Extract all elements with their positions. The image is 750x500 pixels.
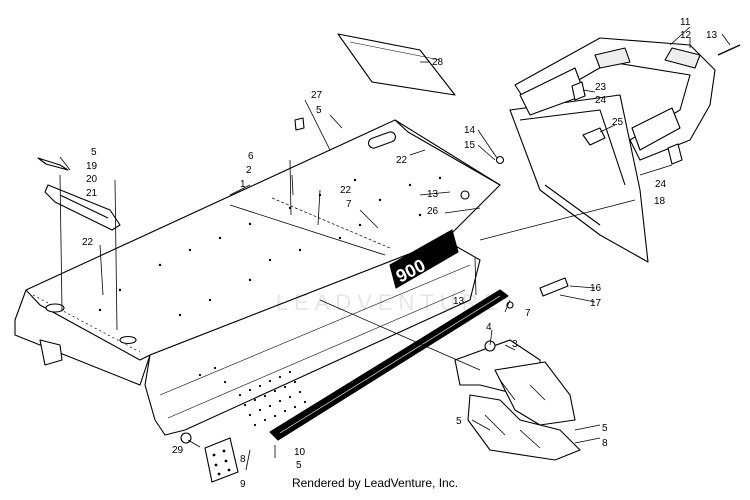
callout-13: 13 [706, 30, 718, 41]
callout-7b: 7 [525, 308, 531, 319]
callout-23: 23 [595, 82, 607, 93]
footer-credit: Rendered by LeadVenture, Inc. [291, 476, 459, 490]
support-brackets [454, 339, 581, 461]
callout-24: 24 [595, 95, 607, 106]
callout-24b: 24 [655, 179, 667, 190]
callout-14: 14 [464, 125, 476, 136]
snowflap-assembly [509, 94, 649, 263]
callout-29: 29 [172, 445, 184, 456]
callout-16: 16 [590, 283, 602, 294]
callout-22b: 22 [340, 185, 352, 196]
cover-strip [337, 33, 456, 96]
callout-12: 12 [680, 30, 692, 41]
callout-labels: 1 2 3 4 5 6 7 8 9 10 11 12 13 14 15 16 1… [82, 17, 718, 490]
callout-5c: 5 [456, 416, 462, 427]
callout-3: 3 [512, 339, 518, 350]
callout-8: 8 [240, 454, 246, 465]
callout-10: 10 [294, 447, 306, 458]
callout-4: 4 [486, 322, 492, 333]
callout-17: 17 [590, 298, 602, 309]
callout-5b: 5 [316, 105, 322, 116]
callout-21: 21 [86, 188, 98, 199]
callout-15: 15 [464, 140, 476, 151]
callout-13c: 13 [453, 296, 465, 307]
callout-25: 25 [612, 117, 624, 128]
callout-20: 20 [86, 174, 98, 185]
tunnel-part: 900 [14, 119, 501, 436]
callout-22c: 22 [396, 155, 408, 166]
leader-lines [59, 26, 731, 471]
callout-18: 18 [654, 196, 666, 207]
callout-5d: 5 [602, 423, 608, 434]
bracket-assembly [37, 157, 121, 231]
callout-5e: 5 [296, 460, 302, 471]
callout-2: 2 [246, 165, 252, 176]
perforation-grid [198, 366, 307, 427]
callout-1: 1 [240, 179, 246, 190]
mounting-plate [204, 437, 239, 483]
callout-11: 11 [680, 17, 691, 28]
callout-26: 26 [427, 206, 439, 217]
grab-bar [514, 37, 716, 161]
callout-28: 28 [432, 57, 444, 68]
rivet-dots [98, 176, 442, 317]
callout-5: 5 [91, 147, 97, 158]
callout-9: 9 [240, 479, 246, 490]
rail-strip [269, 289, 509, 441]
callout-6: 6 [248, 151, 254, 162]
callout-27: 27 [311, 90, 323, 101]
callout-13b: 13 [427, 189, 439, 200]
callout-7: 7 [346, 199, 352, 210]
callout-22: 22 [82, 237, 94, 248]
callout-8b: 8 [602, 438, 608, 449]
watermark: LEADVENTURE [275, 290, 505, 315]
callout-19: 19 [86, 161, 98, 172]
